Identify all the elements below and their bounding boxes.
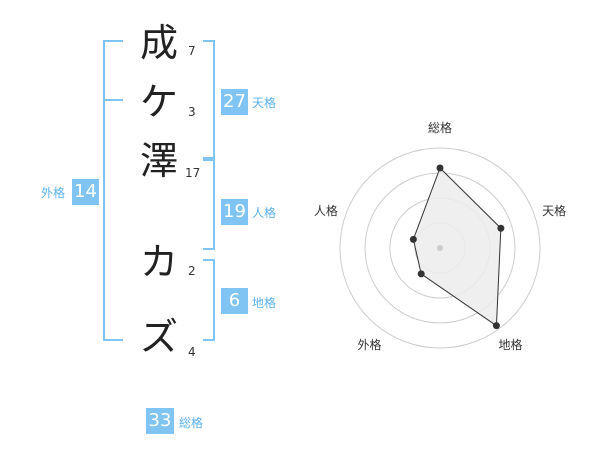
- jinkaku-label: 人格: [252, 206, 277, 220]
- name-char-3: 澤: [139, 139, 178, 183]
- jinkaku-value-badge: 19: [221, 199, 248, 225]
- radar-point-2: [497, 224, 505, 232]
- radar-axis-label: 地格: [499, 337, 523, 352]
- radar-axis-label: 人格: [314, 203, 338, 218]
- stroke-count-1: 7: [188, 44, 196, 58]
- radar-points: [409, 164, 505, 330]
- radar-ring: [339, 147, 541, 349]
- radar-point-5: [409, 235, 417, 243]
- chikaku-value-badge: 6: [221, 288, 248, 314]
- radar-axis-label: 外格: [357, 337, 381, 352]
- gaikaku-bracket: [103, 40, 123, 341]
- radar-area: [412, 167, 502, 327]
- chikaku-label: 地格: [252, 296, 277, 310]
- tenkaku-bracket: [203, 40, 215, 159]
- radar-axis-label: 天格: [542, 203, 566, 218]
- radar-point-4: [417, 270, 425, 278]
- radar-point-1: [436, 164, 444, 172]
- gaikaku-value-badge: 14: [72, 179, 99, 205]
- stroke-count-3: 17: [185, 166, 201, 180]
- radar-point-3: [492, 322, 500, 330]
- name-char-4: カ: [139, 240, 178, 284]
- name-char-1: 成: [139, 21, 178, 65]
- stroke-count-4: 2: [188, 264, 196, 278]
- chikaku-bracket: [203, 259, 215, 341]
- gaikaku-label: 外格: [41, 186, 66, 200]
- tenkaku-label: 天格: [252, 96, 277, 110]
- soukaku-value-badge: 33: [146, 408, 174, 434]
- radar-center-dot: [437, 245, 443, 251]
- stroke-count-2: 3: [188, 105, 196, 119]
- name-char-2: ケ: [139, 80, 178, 124]
- soukaku-label: 総格: [179, 416, 204, 430]
- jinkaku-bracket: [203, 159, 215, 250]
- tenkaku-value-badge: 27: [221, 89, 248, 115]
- stroke-count-5: 4: [188, 345, 196, 359]
- name-char-5: ズ: [139, 315, 178, 359]
- radar-axis-label: 総格: [428, 120, 452, 135]
- gaikaku-tick: [103, 99, 123, 101]
